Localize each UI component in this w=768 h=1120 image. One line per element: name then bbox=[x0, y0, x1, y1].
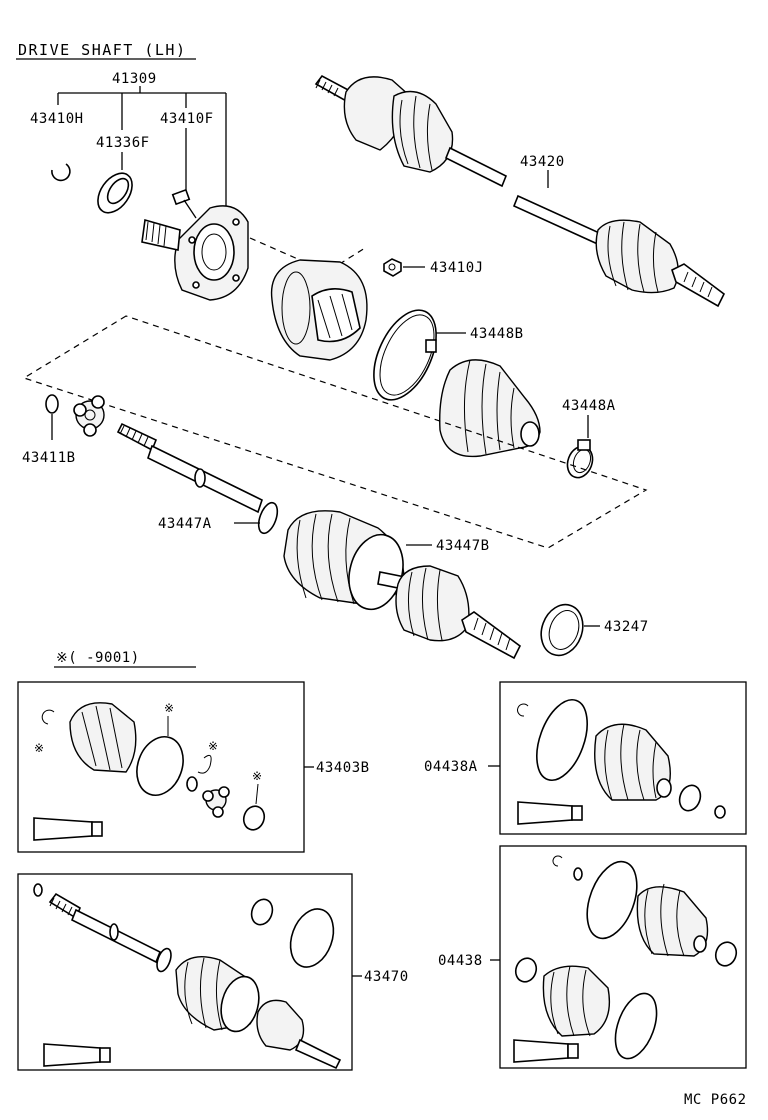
label-43410H: 43410H bbox=[30, 111, 84, 127]
label-43448B: 43448B bbox=[470, 326, 524, 342]
label-43410F: 43410F bbox=[160, 111, 214, 127]
label-04438A: 04438A bbox=[424, 759, 478, 775]
kit-box-04438A bbox=[499, 681, 747, 835]
label-43420: 43420 bbox=[520, 154, 565, 170]
diagram-title: DRIVE SHAFT (LH) bbox=[18, 41, 187, 59]
label-43448A: 43448A bbox=[562, 398, 616, 414]
flange-41309 bbox=[141, 205, 249, 301]
label-43403B: 43403B bbox=[316, 760, 370, 776]
label-43447B: 43447B bbox=[436, 538, 490, 554]
label-43447A: 43447A bbox=[158, 516, 212, 532]
asterisk-mark: ※ bbox=[164, 701, 174, 715]
asterisk-mark: ※ bbox=[252, 769, 262, 783]
ring-43411B bbox=[45, 394, 59, 414]
label-43410J: 43410J bbox=[430, 260, 484, 276]
shaft-assembly-43420 bbox=[314, 74, 726, 308]
kit-43403B-parts: ※ ※ ※ ※ bbox=[33, 701, 266, 841]
nut-43410J bbox=[383, 258, 402, 277]
bolt-43410F bbox=[171, 188, 197, 219]
seal-41336F bbox=[97, 172, 133, 214]
kit-43470-parts bbox=[33, 883, 342, 1070]
snap-ring-43410H bbox=[51, 163, 71, 182]
clamp-43448A bbox=[566, 439, 594, 479]
kit-04438A-parts bbox=[517, 699, 726, 825]
asterisk-mark: ※ bbox=[208, 739, 218, 753]
dashed-assembly-box bbox=[22, 315, 648, 549]
outboard-housing bbox=[270, 259, 368, 361]
kit-date-note: ※( -9001) bbox=[56, 650, 140, 666]
label-43470: 43470 bbox=[364, 969, 409, 985]
kit-box-04438 bbox=[499, 845, 747, 1069]
label-41336F: 41336F bbox=[96, 135, 150, 151]
label-04438: 04438 bbox=[438, 953, 483, 969]
inner-boot bbox=[439, 359, 541, 458]
label-41309: 41309 bbox=[112, 71, 157, 87]
kit-box-43470 bbox=[17, 873, 353, 1071]
asterisk-mark: ※ bbox=[34, 741, 44, 755]
kit-04438-parts bbox=[513, 855, 738, 1063]
tripod-joint bbox=[73, 395, 105, 437]
label-43411B: 43411B bbox=[22, 450, 76, 466]
label-43247: 43247 bbox=[604, 619, 649, 635]
drive-shaft bbox=[116, 422, 522, 660]
seal-43247 bbox=[540, 603, 584, 657]
page-code: MC P662 bbox=[684, 1092, 747, 1108]
clamp-43448B bbox=[373, 309, 437, 401]
